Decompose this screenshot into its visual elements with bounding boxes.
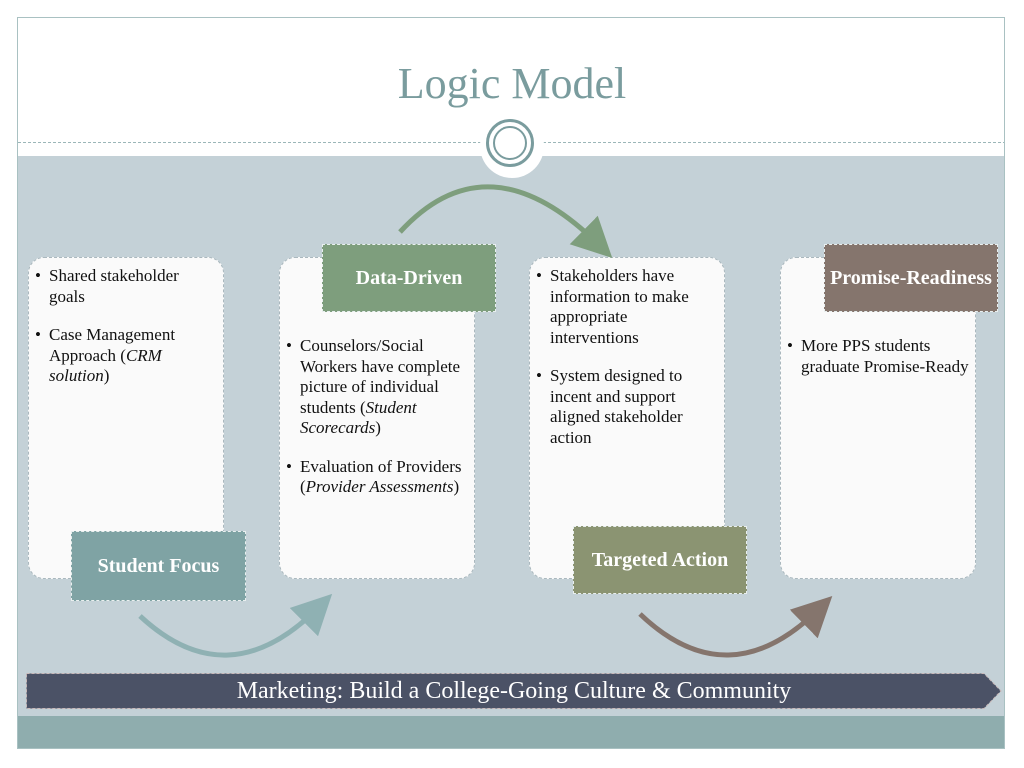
tag-promise-readiness: Promise-Readiness [824, 244, 998, 312]
slide-title: Logic Model [397, 59, 627, 108]
bottom-band [18, 716, 1004, 748]
list-item: More PPS students graduate Promise-Ready [787, 336, 969, 377]
list-item: Counselors/Social Workers have complete … [286, 336, 468, 439]
arrow-student-to-data [138, 593, 333, 658]
list-item: Evaluation of Providers (Provider Assess… [286, 457, 468, 498]
marketing-arrow-shape [26, 673, 1002, 709]
tag-targeted-action: Targeted Action [573, 526, 747, 594]
tag-data-driven: Data-Driven [322, 244, 496, 312]
flow-arrows [138, 184, 833, 658]
tag-student-focus: Student Focus [71, 531, 246, 601]
list-item: Case Management Approach (CRM solution) [35, 325, 217, 387]
list-item: System designed to incent and support al… [536, 366, 718, 448]
arrow-data-to-targeted [398, 184, 613, 259]
list-item: Stakeholders have information to make ap… [536, 266, 718, 348]
marketing-banner: Marketing: Build a College-Going Culture… [26, 673, 1002, 713]
slide: Logic Model Shared stakeholder goals Cas… [17, 17, 1005, 749]
marketing-text: Marketing: Build a College-Going Culture… [236, 678, 792, 704]
card-student-focus: Shared stakeholder goals Case Management… [28, 257, 224, 579]
card-targeted-action: Stakeholders have information to make ap… [529, 257, 725, 579]
list-item: Shared stakeholder goals [35, 266, 217, 307]
ornament-ring-inner [493, 126, 527, 160]
arrow-targeted-to-promise [638, 596, 833, 658]
